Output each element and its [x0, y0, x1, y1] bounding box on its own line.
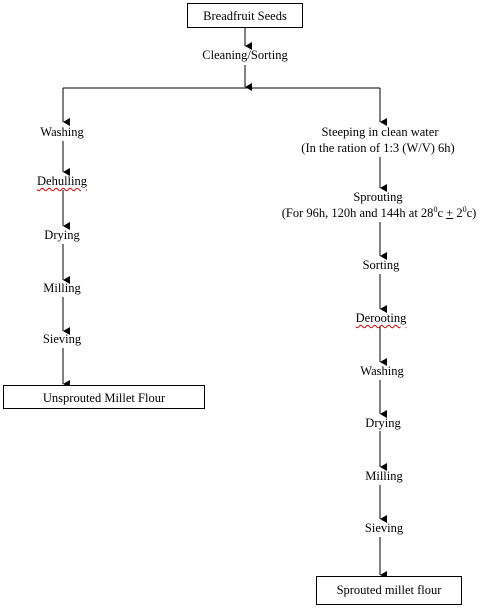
right-step-derooting: Derooting [355, 311, 407, 325]
start-label: Breadfruit Seeds [203, 9, 287, 23]
sprouted-flour-box: Sprouted millet flour [316, 576, 462, 605]
right-step-steeping: Steeping in clean water [321, 125, 439, 139]
right-step-sprouting-detail: (For 96h, 120h and 144h at 280c + 20c) [281, 204, 477, 221]
left-step-sieving: Sieving [42, 332, 82, 346]
right-step-drying: Drying [365, 416, 401, 430]
unsprouted-flour-label: Unsprouted Millet Flour [42, 391, 166, 405]
right-step-sprouting: Sprouting [353, 190, 403, 204]
left-step-milling: Milling [43, 281, 81, 295]
sprouting-detail-suffix: c) [466, 206, 477, 220]
right-step-steeping-detail: (In the ration of 1:3 (W/V) 6h) [301, 141, 455, 155]
left-step-washing: Washing [40, 125, 84, 139]
degree-mark-1: 0 [433, 204, 438, 214]
right-step-milling: Milling [365, 469, 403, 483]
right-step-sieving: Sieving [364, 521, 404, 535]
sprouting-detail-space: 2 [453, 206, 463, 220]
left-step-drying: Drying [44, 228, 80, 242]
plus-minus-sign: + [446, 206, 454, 220]
sprouted-flour-label: Sprouted millet flour [336, 583, 442, 597]
unsprouted-flour-box: Unsprouted Millet Flour [3, 385, 205, 409]
cleaning-sorting-label: Cleaning/Sorting [202, 48, 288, 62]
sprouting-detail-prefix: (For 96h, 120h and 144h at 28 [281, 206, 434, 220]
right-step-washing: Washing [360, 364, 404, 378]
degree-mark-2: 0 [462, 204, 467, 214]
sprouting-detail-mid: c [437, 206, 447, 220]
right-step-sorting: Sorting [362, 258, 400, 272]
start-box: Breadfruit Seeds [187, 3, 303, 28]
left-step-dehulling: Dehulling [37, 174, 87, 188]
